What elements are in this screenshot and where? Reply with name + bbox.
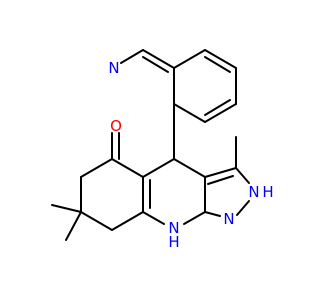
- pyrazole-nh-nitrogen-label: N: [248, 183, 259, 201]
- ring-nh-hydrogen-label: H: [168, 233, 179, 251]
- bond: [204, 49, 237, 69]
- background: [0, 0, 300, 300]
- bond: [204, 56, 231, 73]
- bond: [142, 211, 165, 225]
- bond: [120, 49, 144, 64]
- pyrazole-nitrogen-label: N: [223, 210, 234, 228]
- bond: [142, 158, 175, 178]
- pyrazole-nh-hydrogen-label: H: [262, 183, 273, 201]
- bond: [80, 158, 113, 178]
- ring-nh-nitrogen-label: N: [168, 219, 179, 237]
- oxygen-label: O: [110, 117, 122, 135]
- bond: [111, 158, 144, 178]
- bond: [235, 167, 250, 184]
- bond: [204, 211, 221, 217]
- bond: [111, 211, 144, 231]
- bond: [51, 204, 82, 213]
- bonds: [51, 49, 250, 241]
- bond: [183, 211, 206, 225]
- bond: [142, 56, 169, 73]
- bond: [173, 49, 206, 69]
- bond: [204, 99, 231, 116]
- pyridine-nitrogen-label: N: [108, 59, 119, 77]
- bond: [173, 158, 206, 178]
- bond: [65, 211, 82, 241]
- bond: [207, 175, 234, 185]
- bond: [80, 211, 113, 231]
- bond: [142, 49, 175, 69]
- bond: [173, 103, 206, 123]
- bond: [204, 167, 237, 178]
- bond: [236, 200, 250, 216]
- bond: [204, 103, 237, 123]
- molecule-diagram: O N N H N N H: [0, 0, 300, 300]
